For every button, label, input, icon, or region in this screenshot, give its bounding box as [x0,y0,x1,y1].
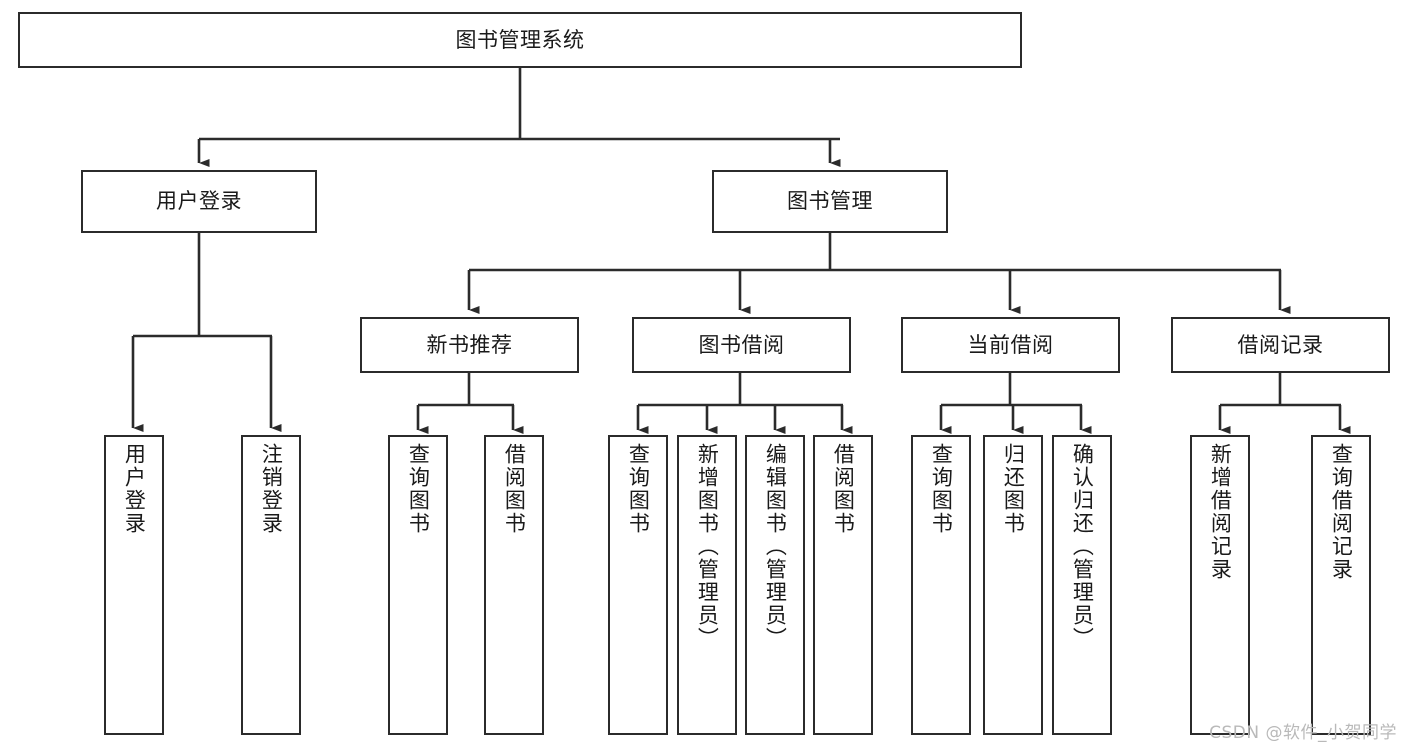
node-user-login[interactable]: 用户登录 [81,170,317,233]
node-leaf-confirm-return-admin[interactable]: 确认归还（管理员） [1052,435,1112,735]
node-leaf-borrow-book-2-label: 借阅图书 [831,443,856,535]
node-leaf-query-book-3-label: 查询图书 [929,443,954,535]
node-leaf-add-book-admin[interactable]: 新增图书（管理员） [677,435,737,735]
node-current-borrow-label: 当前借阅 [967,332,1054,357]
node-borrow-record[interactable]: 借阅记录 [1171,317,1390,373]
node-user-login-label: 用户登录 [156,189,242,214]
node-new-book-recommend[interactable]: 新书推荐 [360,317,579,373]
node-leaf-borrow-book-1-label: 借阅图书 [502,443,527,535]
node-leaf-add-borrow-record-label: 新增借阅记录 [1208,443,1233,581]
node-leaf-edit-book-admin-label: 编辑图书（管理员） [763,443,788,650]
node-leaf-user-login[interactable]: 用户登录 [104,435,164,735]
node-leaf-user-login-label: 用户登录 [122,443,147,535]
node-leaf-query-book-2[interactable]: 查询图书 [608,435,668,735]
node-leaf-edit-book-admin[interactable]: 编辑图书（管理员） [745,435,805,735]
node-leaf-add-borrow-record[interactable]: 新增借阅记录 [1190,435,1250,735]
node-borrow-record-label: 借阅记录 [1237,332,1324,357]
node-leaf-borrow-book-2[interactable]: 借阅图书 [813,435,873,735]
node-leaf-query-book-2-label: 查询图书 [626,443,651,535]
node-new-book-recommend-label: 新书推荐 [426,332,513,357]
node-root[interactable]: 图书管理系统 [18,12,1022,68]
node-leaf-borrow-book-1[interactable]: 借阅图书 [484,435,544,735]
node-leaf-logout-label: 注销登录 [259,443,284,535]
node-current-borrow[interactable]: 当前借阅 [901,317,1120,373]
node-book-borrow-label: 图书借阅 [698,332,785,357]
node-leaf-logout[interactable]: 注销登录 [241,435,301,735]
csdn-watermark: CSDN @软件_小贺同学 [1209,723,1397,743]
node-root-label: 图书管理系统 [455,27,585,52]
node-leaf-query-book-1[interactable]: 查询图书 [388,435,448,735]
node-leaf-query-borrow-record[interactable]: 查询借阅记录 [1311,435,1371,735]
node-leaf-confirm-return-admin-label: 确认归还（管理员） [1070,443,1095,650]
node-leaf-query-book-3[interactable]: 查询图书 [911,435,971,735]
node-leaf-query-borrow-record-label: 查询借阅记录 [1329,443,1354,581]
node-leaf-query-book-1-label: 查询图书 [406,443,431,535]
node-book-borrow[interactable]: 图书借阅 [632,317,851,373]
node-leaf-add-book-admin-label: 新增图书（管理员） [695,443,720,650]
node-leaf-return-book-label: 归还图书 [1001,443,1026,535]
node-leaf-return-book[interactable]: 归还图书 [983,435,1043,735]
node-book-manage[interactable]: 图书管理 [712,170,948,233]
node-book-manage-label: 图书管理 [787,189,873,214]
